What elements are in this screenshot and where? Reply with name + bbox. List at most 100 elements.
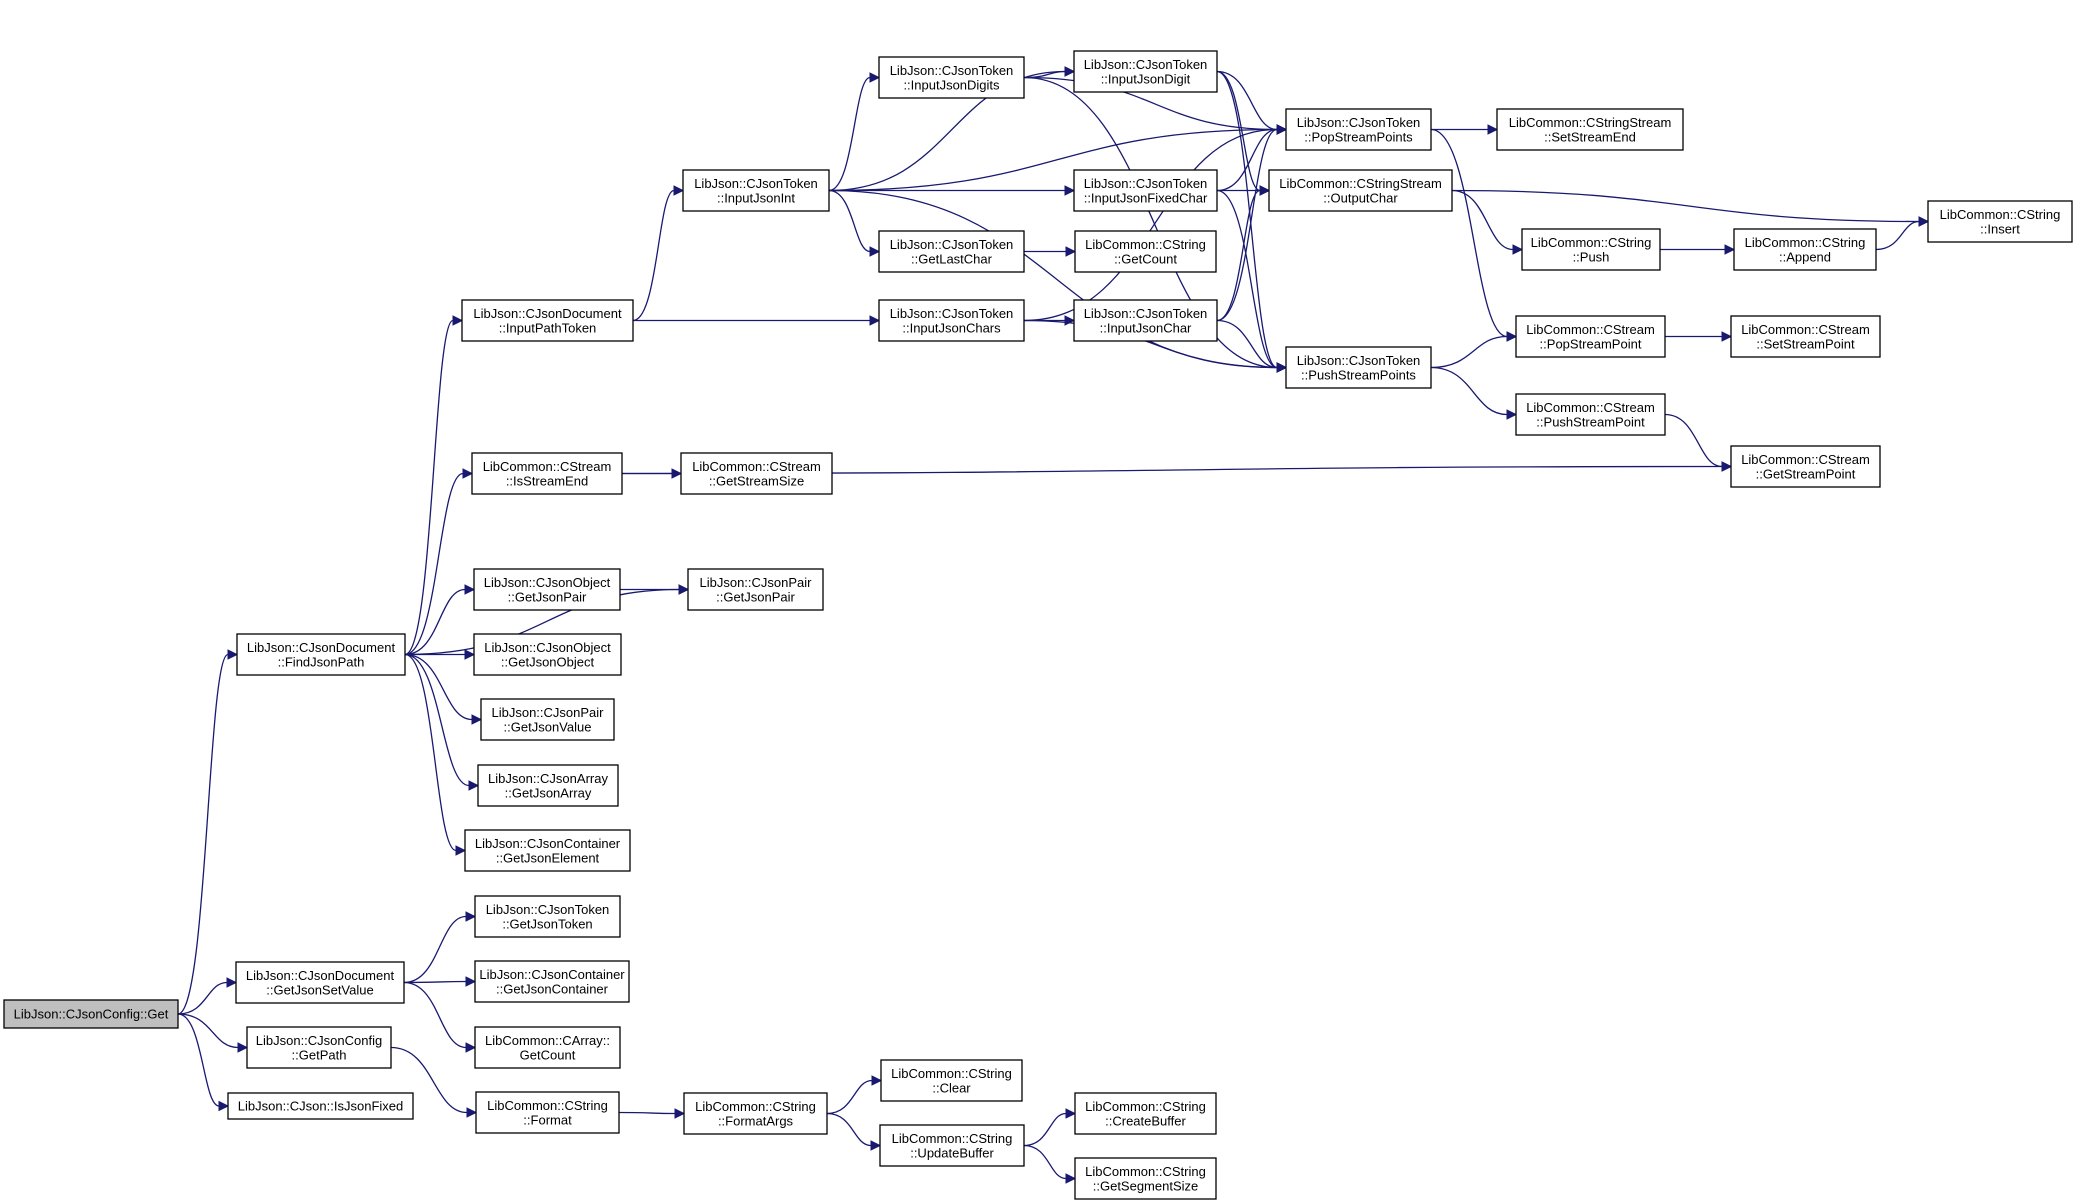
node-box [480, 698, 615, 741]
node-label-line: ::InputPathToken [499, 320, 597, 335]
node-inputJsonChars[interactable]: LibJson::CJsonToken::InputJsonChars [878, 299, 1025, 342]
node-setStreamPoint[interactable]: LibCommon::CStream::SetStreamPoint [1730, 315, 1881, 358]
call-edge-findJsonPath-to-getJsonObject [405, 649, 476, 660]
node-setStreamEnd[interactable]: LibCommon::CStringStream::SetStreamEnd [1496, 108, 1684, 151]
node-inputJsonInt[interactable]: LibJson::CJsonToken::InputJsonInt [682, 169, 830, 212]
node-label-line: ::GetJsonToken [502, 916, 592, 931]
call-edge-formatArgs-to-updateBuffer [826, 1112, 882, 1151]
node-label-line: ::SetStreamPoint [1756, 336, 1855, 351]
node-box [3, 999, 179, 1029]
node-label-line: LibJson::CJsonObject [484, 640, 611, 655]
node-findJsonPath[interactable]: LibJson::CJsonDocument::FindJsonPath [236, 633, 406, 676]
call-edge-inputJsonChar-to-popStreamPoints [1216, 124, 1288, 322]
node-isJsonFixed[interactable]: LibJson::CJson::IsJsonFixed [227, 1092, 414, 1120]
node-label-line: LibJson::CJsonToken [1084, 57, 1208, 72]
node-isStreamEnd[interactable]: LibCommon::CStream::IsStreamEnd [471, 452, 623, 495]
node-pushStreamPoints[interactable]: LibJson::CJsonToken::PushStreamPoints [1285, 346, 1432, 389]
call-edge-updateBuffer-to-getSegmentSize [1023, 1144, 1077, 1184]
node-inputPathToken[interactable]: LibJson::CJsonDocument::InputPathToken [461, 299, 634, 342]
node-label-line: LibJson::CJsonArray [488, 771, 608, 786]
node-label-line: LibCommon::CString [1940, 207, 2061, 222]
node-push[interactable]: LibCommon::CString::Push [1521, 228, 1661, 271]
node-box [1268, 169, 1453, 212]
node-getJsonElement[interactable]: LibJson::CJsonContainer::GetJsonElement [464, 829, 631, 872]
call-edge-popStreamPoints-to-setStreamEnd [1431, 124, 1499, 135]
node-label-line: LibCommon::CStringStream [1509, 115, 1672, 130]
node-inputJsonFixedChar[interactable]: LibJson::CJsonToken::InputJsonFixedChar [1073, 169, 1218, 212]
node-inputJsonDigits[interactable]: LibJson::CJsonToken::InputJsonDigits [878, 56, 1025, 99]
node-box [1515, 393, 1666, 436]
call-edge-inputJsonChar-to-pushStreamPoints [1216, 319, 1288, 373]
node-box [461, 299, 634, 342]
node-getJsonPairObj[interactable]: LibJson::CJsonObject::GetJsonPair [473, 568, 621, 611]
node-getLastChar[interactable]: LibJson::CJsonToken::GetLastChar [878, 230, 1025, 273]
node-label-line: LibJson::CJson::IsJsonFixed [238, 1099, 403, 1114]
node-label-line: ::PushStreamPoint [1536, 414, 1645, 429]
node-createBuffer[interactable]: LibCommon::CString::CreateBuffer [1074, 1092, 1217, 1135]
node-getJsonContainer[interactable]: LibJson::CJsonContainer::GetJsonContaine… [474, 960, 630, 1003]
node-label-line: ::InputJsonInt [717, 190, 795, 205]
call-edge-get-to-getPath [177, 1013, 249, 1053]
node-getSegmentSize[interactable]: LibCommon::CString::GetSegmentSize [1074, 1157, 1217, 1200]
node-getStreamPoint[interactable]: LibCommon::CStream::GetStreamPoint [1730, 445, 1881, 488]
node-label-line: ::PopStreamPoint [1540, 336, 1642, 351]
node-box [475, 1091, 620, 1134]
node-label-line: LibCommon::CString [1745, 235, 1866, 250]
call-edge-inputPathToken-to-inputJsonInt [632, 185, 685, 322]
call-edge-updateBuffer-to-createBuffer [1023, 1108, 1077, 1147]
call-edge-push-to-append [1660, 244, 1736, 255]
call-edge-append-to-insert [1875, 216, 1930, 251]
node-get: LibJson::CJsonConfig::Get [3, 999, 179, 1029]
node-label-line: ::InputJsonChars [902, 320, 1001, 335]
node-label-line: LibJson::CJsonToken [890, 237, 1014, 252]
node-formatArgs[interactable]: LibCommon::CString::FormatArgs [683, 1092, 828, 1135]
call-edge-getJsonPairObj-to-getJsonPairPair [620, 584, 690, 595]
node-label-line: ::GetJsonSetValue [266, 982, 373, 997]
node-label-line: ::GetStreamPoint [1756, 466, 1856, 481]
call-edge-getJsonSetValue-to-getJsonContainer [403, 976, 477, 987]
node-updateBuffer[interactable]: LibCommon::CString::UpdateBuffer [879, 1124, 1025, 1167]
node-label-line: ::GetJsonArray [505, 785, 592, 800]
node-outputChar[interactable]: LibCommon::CStringStream::OutputChar [1268, 169, 1453, 212]
node-box [1074, 1157, 1217, 1200]
node-pushStreamPoint[interactable]: LibCommon::CStream::PushStreamPoint [1515, 393, 1666, 436]
node-stringGetCount[interactable]: LibCommon::CString::GetCount [1074, 230, 1217, 273]
node-append[interactable]: LibCommon::CString::Append [1733, 228, 1877, 271]
node-label-line: ::GetJsonPair [716, 589, 795, 604]
node-label-line: LibJson::CJsonToken [1084, 306, 1208, 321]
call-edge-pushStreamPoints-to-popStreamPoint [1430, 331, 1518, 369]
node-getJsonValue[interactable]: LibJson::CJsonPair::GetJsonValue [480, 698, 615, 741]
node-arrayGetCount[interactable]: LibCommon::CArray::GetCount [474, 1026, 621, 1069]
node-getJsonArray[interactable]: LibJson::CJsonArray::GetJsonArray [477, 764, 619, 807]
node-popStreamPoint[interactable]: LibCommon::CStream::PopStreamPoint [1515, 315, 1666, 358]
node-format[interactable]: LibCommon::CString::Format [475, 1091, 620, 1134]
node-label-line: ::FormatArgs [718, 1113, 794, 1128]
node-label-line: LibJson::CJsonDocument [473, 306, 622, 321]
call-edge-outputChar-to-insert [1451, 189, 1930, 227]
node-label-line: LibCommon::CString [1085, 1164, 1206, 1179]
node-box [1521, 228, 1661, 271]
node-getPath[interactable]: LibJson::CJsonConfig::GetPath [246, 1026, 392, 1069]
node-label-line: LibCommon::CString [1085, 237, 1206, 252]
node-box [236, 633, 406, 676]
node-getStreamSize[interactable]: LibCommon::CStream::GetStreamSize [680, 452, 833, 495]
node-getJsonObject[interactable]: LibJson::CJsonObject::GetJsonObject [473, 633, 622, 676]
node-box [687, 568, 824, 611]
node-label-line: ::InputJsonChar [1100, 320, 1192, 335]
node-getJsonSetValue[interactable]: LibJson::CJsonDocument::GetJsonSetValue [235, 961, 405, 1004]
node-box [1927, 200, 2073, 243]
node-inputJsonChar[interactable]: LibJson::CJsonToken::InputJsonChar [1073, 299, 1218, 342]
call-edge-outputChar-to-push [1451, 189, 1524, 255]
node-label-line: ::Append [1779, 249, 1831, 264]
node-insert[interactable]: LibCommon::CString::Insert [1927, 200, 2073, 243]
node-getJsonPairPair[interactable]: LibJson::CJsonPair::GetJsonPair [687, 568, 824, 611]
node-label-line: ::Clear [932, 1080, 971, 1095]
call-edge-findJsonPath-to-getJsonArray [404, 653, 480, 791]
node-popStreamPoints[interactable]: LibJson::CJsonToken::PopStreamPoints [1285, 108, 1432, 151]
node-label-line: LibJson::CJsonToken [1297, 353, 1421, 368]
call-edge-inputJsonInt-to-inputJsonFixedChar [829, 185, 1076, 196]
node-clear[interactable]: LibCommon::CString::Clear [880, 1059, 1023, 1102]
node-inputJsonDigit[interactable]: LibJson::CJsonToken::InputJsonDigit [1073, 50, 1218, 93]
node-getJsonToken[interactable]: LibJson::CJsonToken::GetJsonToken [474, 895, 621, 938]
node-label-line: ::InputJsonDigits [903, 77, 1000, 92]
